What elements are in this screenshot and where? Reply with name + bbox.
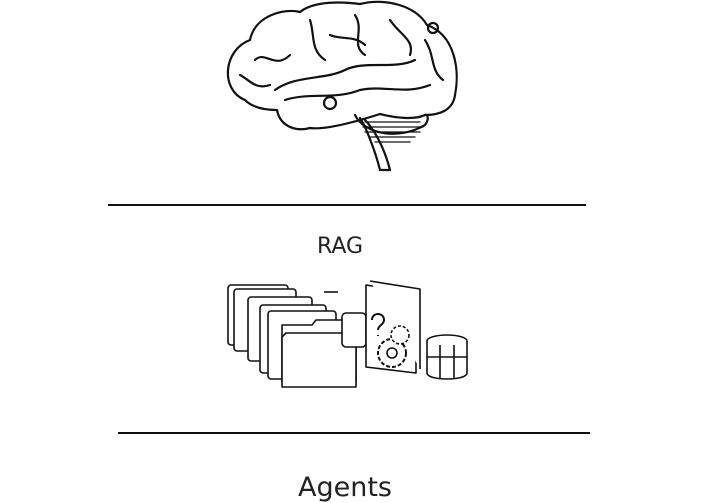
documents-database-icon [227, 280, 468, 388]
divider-top [108, 204, 586, 206]
brain-icon [226, 0, 458, 172]
agents-label: Agents [298, 472, 392, 503]
rag-label: RAG [316, 234, 364, 259]
divider-bottom [118, 432, 590, 434]
